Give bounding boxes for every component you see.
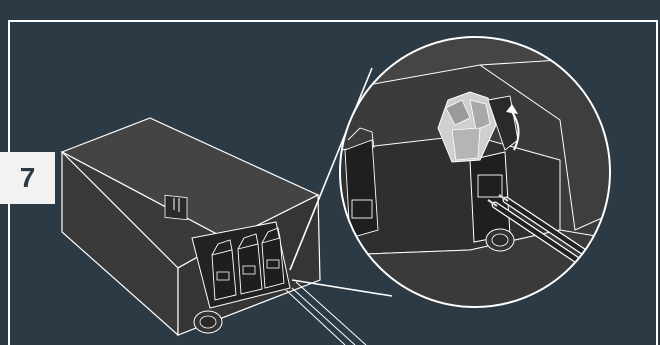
cables <box>285 281 367 345</box>
terminal-block-small <box>211 227 285 301</box>
magnified-detail <box>339 36 611 308</box>
callout-line-top <box>289 67 373 271</box>
power-supply-unit <box>60 117 321 337</box>
cable-gland <box>193 310 223 334</box>
product-label-icon <box>164 194 188 221</box>
step-number-badge: 7 <box>0 152 55 204</box>
curved-arrow-icon <box>506 104 520 151</box>
callout-line-bottom <box>291 279 393 297</box>
